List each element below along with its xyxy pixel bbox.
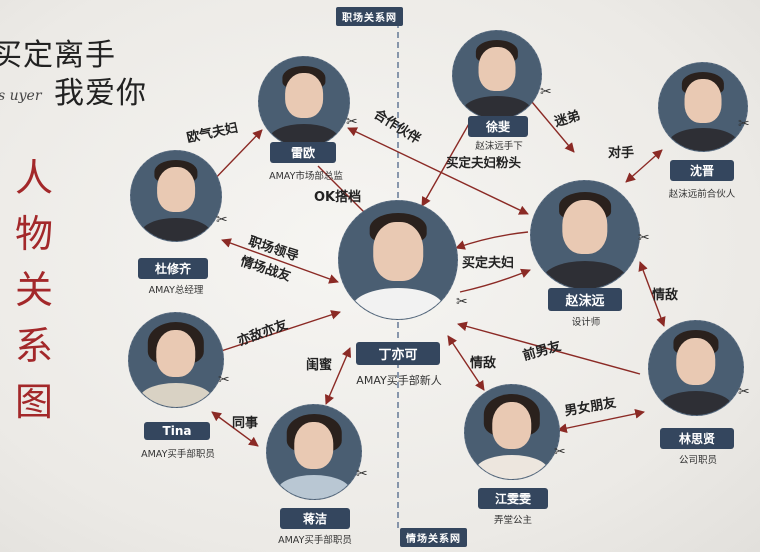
scissor-icon: ✂ bbox=[554, 444, 566, 460]
name-tag: 沈晋 bbox=[670, 160, 734, 181]
avatar bbox=[266, 404, 362, 500]
name-tag: 蒋洁 bbox=[280, 508, 350, 529]
link-ding-jiang-jie bbox=[324, 347, 352, 405]
avatar bbox=[258, 56, 350, 148]
name-tag: 江雯雯 bbox=[478, 488, 548, 509]
person-lei-ou[interactable]: ✂ 雷欧 AMAY市场部总监 bbox=[256, 56, 358, 186]
scissor-icon: ✂ bbox=[738, 116, 750, 132]
person-xu-wen[interactable]: ✂ 徐斐 赵沫远手下 bbox=[444, 30, 554, 170]
role-text: 弄堂公主 bbox=[493, 515, 532, 526]
zone-tag-work: 职场关系网 bbox=[336, 7, 403, 26]
role-text: AMAY买手部职员 bbox=[278, 535, 352, 546]
person-lin-sixian[interactable]: ✂ 林思贤 公司职员 bbox=[640, 320, 756, 470]
avatar bbox=[648, 320, 744, 416]
avatar bbox=[658, 62, 748, 152]
scissor-icon: ✂ bbox=[216, 212, 228, 228]
relation-label-qing-di-center: 情敌 bbox=[470, 356, 497, 371]
scissor-icon: ✂ bbox=[356, 466, 368, 482]
link-xu-ding bbox=[421, 121, 471, 207]
name-tag: 林思贤 bbox=[660, 428, 734, 449]
role-text-1: 赵沫远手下 bbox=[475, 141, 523, 152]
side-title: 人物关系图 bbox=[14, 156, 53, 424]
role-text-xu-wen-2: 买定夫妇粉头 bbox=[446, 155, 522, 170]
relation-label-gui-mi: 闺蜜 bbox=[306, 358, 333, 373]
person-jiang-jie[interactable]: ✂ 蒋洁 AMAY买手部职员 bbox=[262, 404, 372, 550]
name-tag: 雷欧 bbox=[270, 142, 336, 163]
link-lin-ding bbox=[457, 321, 641, 375]
scissor-icon: ✂ bbox=[346, 114, 358, 130]
link-xu-zhao bbox=[531, 101, 575, 153]
link-tina-jiangjie bbox=[211, 411, 259, 447]
link-ding-zhao-2 bbox=[459, 268, 531, 293]
name-tag: 丁亦可 bbox=[356, 342, 440, 365]
zone-tag-love: 情场关系网 bbox=[400, 528, 467, 547]
name-tag: 徐斐 bbox=[468, 116, 528, 137]
link-lei-zhao bbox=[347, 127, 529, 215]
person-du-xiuqi[interactable]: ✂ 杜修齐 AMAY总经理 bbox=[128, 150, 228, 300]
avatar bbox=[128, 312, 224, 408]
logo-line-2: 我爱你 bbox=[54, 76, 147, 111]
role-text: AMAY市场部总监 bbox=[269, 171, 343, 182]
link-ding-jiangwen bbox=[447, 335, 485, 391]
person-zhao-muyuan[interactable]: ✂ 赵沫远 设计师 bbox=[530, 180, 650, 330]
person-shen-jin[interactable]: ✂ 沈晋 赵沫远前合伙人 bbox=[652, 62, 756, 202]
role-text: AMAY买手部新人 bbox=[356, 374, 442, 387]
role-text: 设计师 bbox=[571, 317, 601, 328]
scissor-icon: ✂ bbox=[738, 384, 750, 400]
link-tina-ding bbox=[211, 310, 341, 356]
person-ding-yike[interactable]: ✂ 丁亦可 AMAY买手部新人 bbox=[338, 200, 468, 400]
role-text: AMAY买手部职员 bbox=[141, 449, 215, 460]
link-ding-zhao-1 bbox=[455, 231, 529, 250]
name-tag: 赵沫远 bbox=[548, 288, 622, 311]
name-tag: 杜修齐 bbox=[138, 258, 208, 279]
avatar bbox=[130, 150, 222, 242]
link-du-ding bbox=[221, 238, 339, 284]
scissor-icon: ✂ bbox=[218, 372, 230, 388]
link-lin-jiangwen bbox=[557, 409, 645, 433]
show-logo: 买定离手 我爱你 s uyer bbox=[0, 30, 162, 111]
relation-label-ok: OK搭档 bbox=[314, 190, 362, 205]
link-shen-zhao bbox=[625, 149, 663, 183]
person-jiang-wenwen[interactable]: ✂ 江雯雯 弄堂公主 bbox=[460, 384, 566, 534]
logo-line-3: s uyer bbox=[0, 88, 42, 104]
name-tag: Tina bbox=[144, 422, 210, 440]
scissor-icon: ✂ bbox=[540, 84, 552, 100]
logo-line-1: 买定离手 bbox=[0, 38, 116, 73]
person-tina[interactable]: ✂ Tina AMAY买手部职员 bbox=[124, 312, 230, 462]
role-text: AMAY总经理 bbox=[148, 285, 204, 296]
scissor-icon: ✂ bbox=[456, 294, 468, 310]
relation-label-dui-shou: 对手 bbox=[608, 146, 635, 161]
scissor-icon: ✂ bbox=[638, 230, 650, 246]
avatar bbox=[464, 384, 560, 480]
avatar bbox=[338, 200, 458, 320]
relation-label-mai-ding: 买定夫妇 bbox=[462, 256, 515, 271]
relation-label-qing-di-right: 情敌 bbox=[652, 288, 679, 303]
relation-label-tong-shi: 同事 bbox=[232, 416, 259, 431]
role-text: 公司职员 bbox=[678, 455, 717, 466]
avatar bbox=[530, 180, 640, 290]
link-zhao-lin bbox=[638, 261, 666, 327]
role-text: 赵沫远前合伙人 bbox=[668, 189, 736, 200]
avatar bbox=[452, 30, 542, 120]
